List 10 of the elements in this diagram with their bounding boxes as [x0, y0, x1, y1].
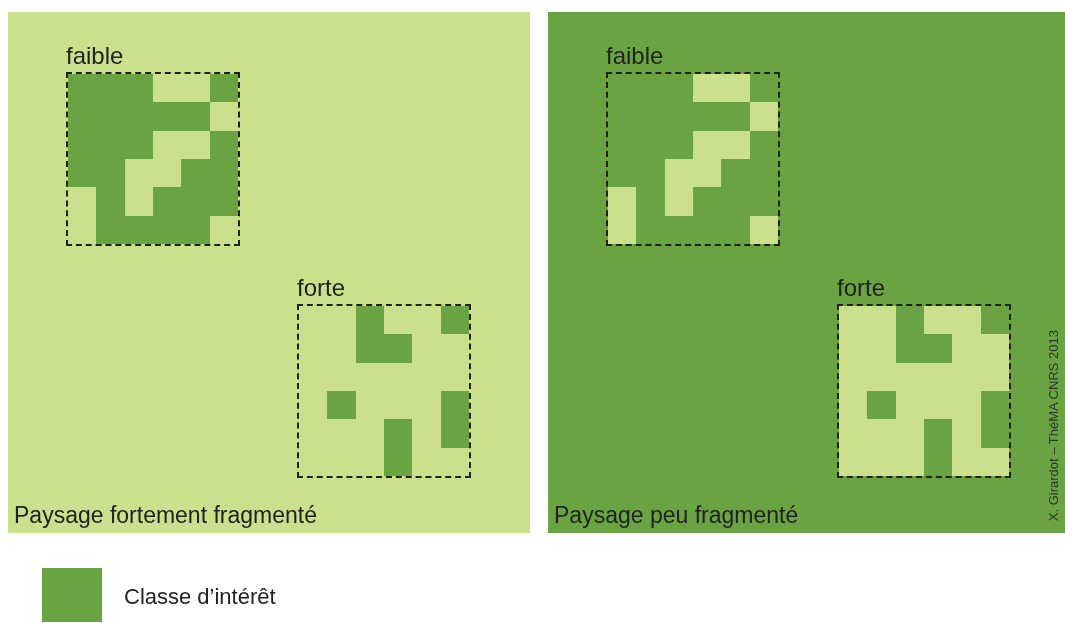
panel-caption: Paysage fortement fragmenté [14, 502, 317, 529]
landscape-panel [548, 12, 1065, 533]
window-label: faible [606, 42, 665, 71]
window-label: forte [297, 274, 347, 303]
credit-text: X. Girardot – ThéMA CNRS 2013 [1046, 330, 1061, 522]
legend-label: Classe d’intérêt [124, 584, 276, 610]
landscape-panel [8, 12, 530, 533]
window-label: forte [837, 274, 887, 303]
window-label: faible [66, 42, 125, 71]
panel-caption: Paysage peu fragmenté [554, 502, 799, 529]
